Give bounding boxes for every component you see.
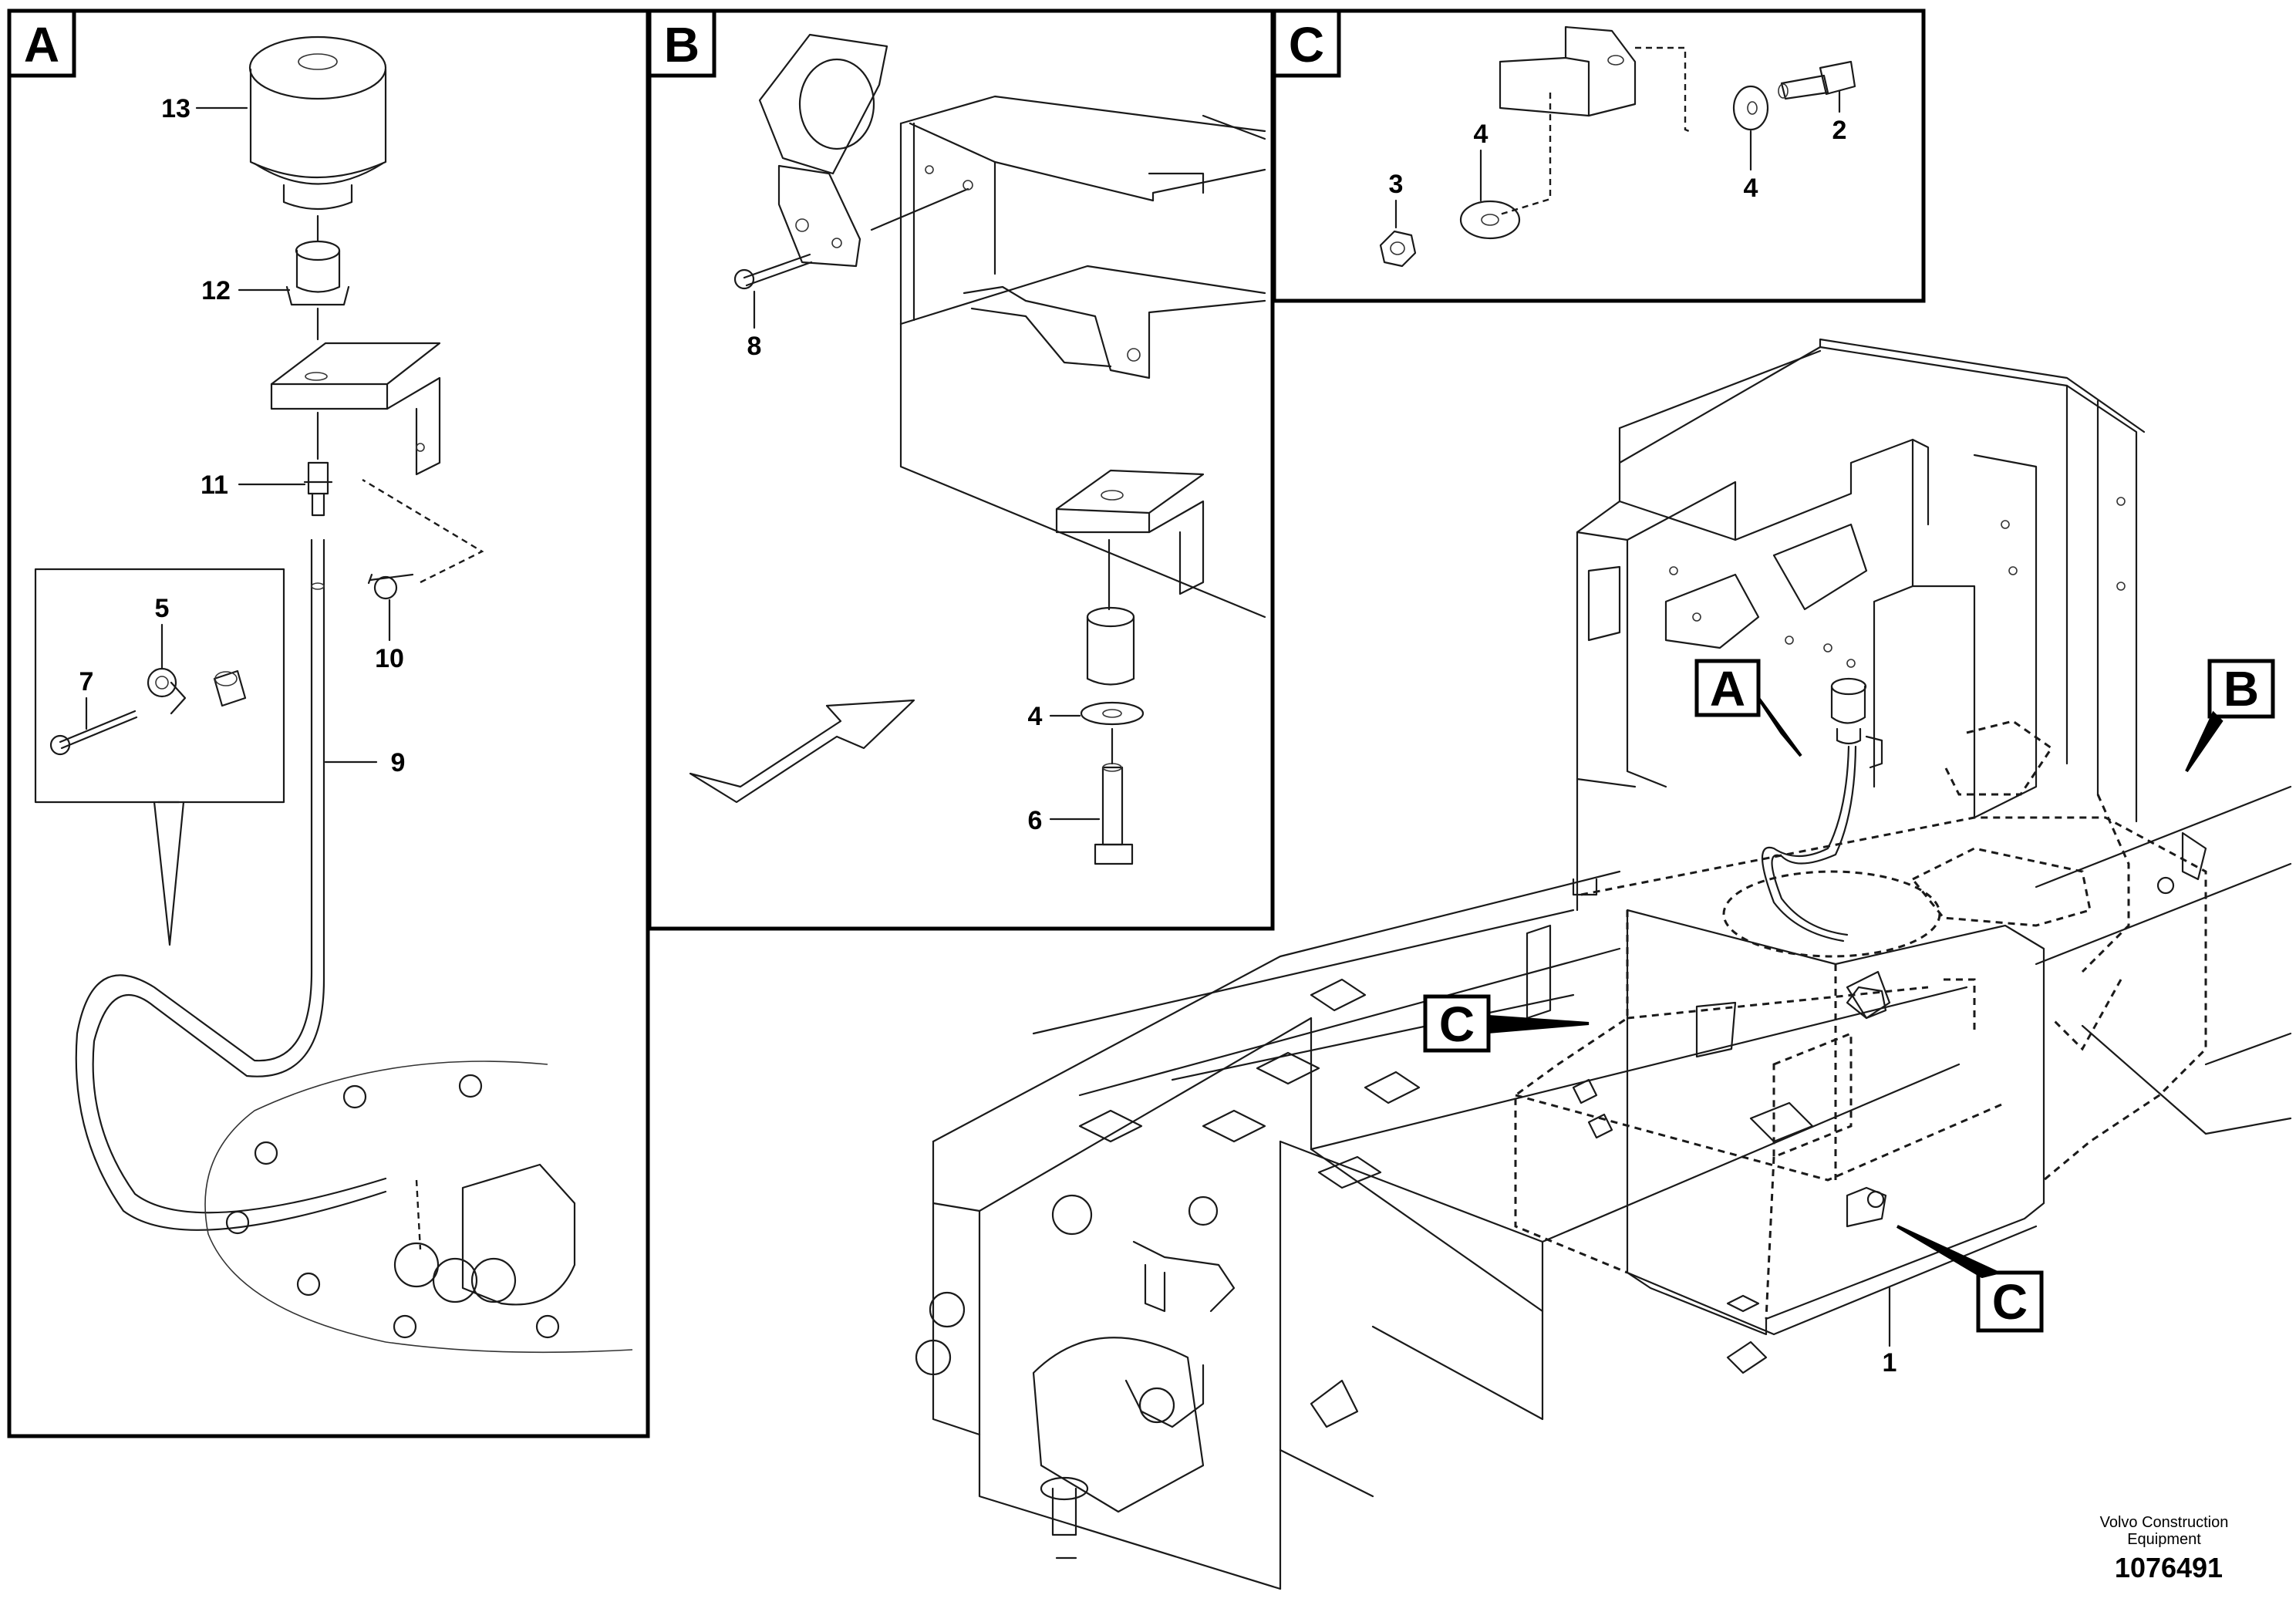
part-number-5: 5 (155, 594, 170, 623)
part-number-4-left: 4 (1474, 120, 1489, 149)
tank-mount-bracket (1055, 469, 1205, 595)
callout-a-label: A (1710, 661, 1745, 717)
panel-c-tag-box (1272, 8, 1341, 78)
part-number-6: 6 (1028, 806, 1043, 835)
company-name-line-1: Volvo Construction (2100, 1514, 2229, 1531)
strap-brackets (1695, 831, 2207, 1228)
part-number-2: 2 (1832, 116, 1847, 145)
clip-detail-inset (34, 568, 285, 946)
panel-a-label: A (24, 17, 59, 73)
panel-a-tag-box (7, 8, 76, 78)
part-number-4: 4 (1028, 702, 1043, 731)
panel-b-tag-box (647, 8, 716, 78)
hose-clamp-bracket (758, 33, 888, 268)
c-washer-left (1459, 200, 1521, 240)
document-number: 1076491 (2115, 1552, 2223, 1583)
washer (1080, 701, 1145, 726)
adapter (285, 214, 350, 306)
callout-c1-label: C (1439, 996, 1475, 1052)
part-number-7: 7 (79, 667, 94, 696)
callout-c1-box (1423, 994, 1491, 1053)
hose-fitting (303, 411, 333, 517)
panel-b-frame (647, 8, 1275, 931)
part-number-1: 1 (1883, 1348, 1897, 1378)
tank-flange (204, 1061, 633, 1354)
breather-hose (75, 538, 387, 1231)
company-name-line-2: Equipment (2127, 1531, 2201, 1548)
callout-b-label: B (2224, 661, 2259, 717)
panel-c-label: C (1289, 17, 1324, 73)
part-number-4-right: 4 (1744, 174, 1758, 203)
frame-section (899, 95, 1266, 619)
callout-c1-leader (1487, 1014, 1590, 1034)
callout-c2-label: C (1992, 1274, 2028, 1330)
callout-b-leader (2185, 710, 2224, 773)
part-number-12: 12 (201, 276, 231, 305)
spacer (1086, 538, 1135, 686)
fuel-tank (1514, 720, 2207, 1336)
mounting-bolt (1094, 727, 1134, 865)
callout-c2-leader (1896, 1225, 2002, 1279)
filter-bracket (270, 307, 441, 476)
part-number-13: 13 (161, 94, 190, 123)
panel-c-frame (1272, 8, 1926, 303)
panel-c: C 3 4 4 2 (1272, 8, 1926, 303)
footer: Volvo Construction Equipment 1076491 (2100, 1514, 2229, 1583)
breather-on-frame (1762, 677, 1883, 943)
callout-a-leader (1757, 696, 1802, 757)
panel-b: B (647, 8, 1275, 931)
part-number-10: 10 (375, 644, 404, 673)
part-number-3: 3 (1389, 170, 1404, 199)
c-bolt (1778, 60, 1856, 100)
tank-strap-bracket (1499, 25, 1694, 216)
view-direction-arrow (689, 699, 915, 804)
breather-filter (248, 35, 387, 211)
c-washer-right (1732, 85, 1769, 131)
bracket-screw (733, 187, 969, 290)
callout-b-box (2207, 659, 2275, 719)
part-number-8: 8 (747, 332, 762, 361)
callout-c2-box (1976, 1270, 2044, 1333)
panel-a: A (7, 8, 650, 1438)
machine-frame-assembly: A B C C 1 (915, 338, 2292, 1590)
part-number-9: 9 (391, 748, 406, 777)
callout-a-box (1694, 659, 1761, 717)
part-number-11: 11 (201, 470, 228, 500)
c-nut (1379, 230, 1417, 268)
panel-b-label: B (664, 17, 700, 73)
bracket-screw (362, 478, 484, 600)
